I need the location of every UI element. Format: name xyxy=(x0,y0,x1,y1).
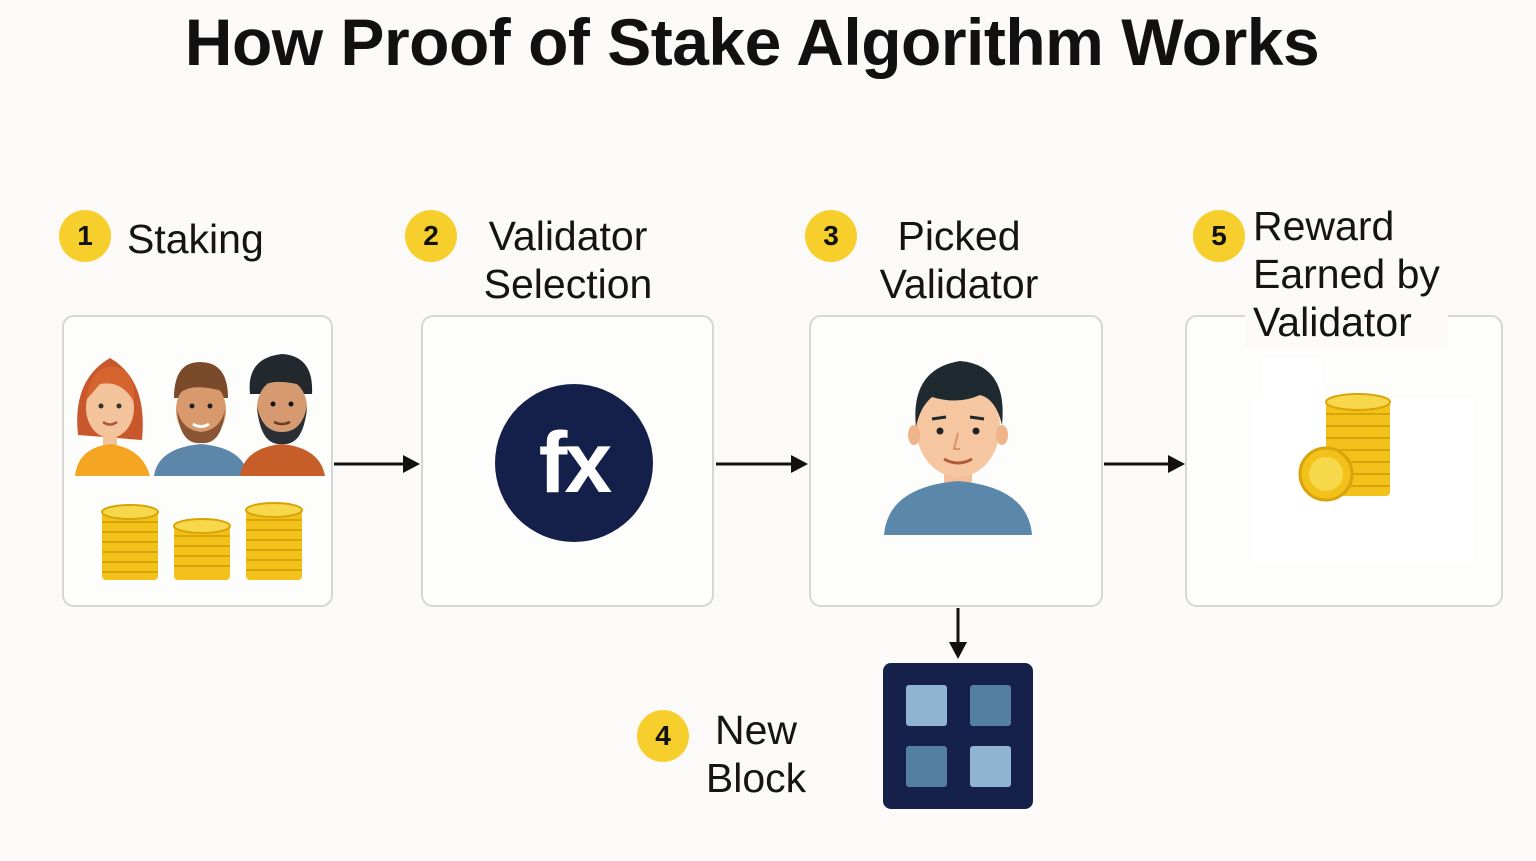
step-2-badge: 2 xyxy=(405,210,457,262)
step-3-label-line1: Picked xyxy=(897,213,1021,259)
step-4-label-line1: New xyxy=(714,707,798,753)
staker-man-bearded-icon xyxy=(154,362,248,476)
step-5-badge: 5 xyxy=(1193,210,1245,262)
stakers-icon xyxy=(75,354,325,476)
step-3-label: Picked Validator xyxy=(866,212,1052,308)
step-3-badge: 3 xyxy=(805,210,857,262)
block-cell xyxy=(906,685,947,726)
step-4-label-line2: Block xyxy=(705,755,807,801)
step-2-label-line2: Selection xyxy=(483,261,653,307)
block-cell xyxy=(970,746,1011,787)
staker-man-dark-hair-icon xyxy=(240,354,325,476)
step-5-label: Reward Earned by Validator xyxy=(1245,202,1448,346)
step-5-label-line2: Earned by xyxy=(1253,251,1440,297)
validator-person-icon xyxy=(884,361,1032,535)
reward-coins-icon xyxy=(1298,393,1391,502)
step-1-badge: 1 xyxy=(59,210,111,262)
block-cell xyxy=(906,746,947,787)
step-5-label-line3: Validator xyxy=(1253,299,1412,345)
step-1-label: Staking xyxy=(127,215,264,263)
step-4-label: New Block xyxy=(700,706,812,802)
block-cell xyxy=(970,685,1011,726)
step-2-label-line1: Validator xyxy=(488,213,648,259)
fx-function-icon: fx xyxy=(495,384,653,542)
block-icon xyxy=(883,663,1033,809)
step-5-label-line1: Reward xyxy=(1253,203,1395,249)
diagram-title: How Proof of Stake Algorithm Works xyxy=(184,5,1320,79)
step-1-label-line1: Staking xyxy=(127,216,264,262)
step-2-label: Validator Selection xyxy=(470,212,666,308)
step-3-label-line2: Validator xyxy=(879,261,1039,307)
step-4-badge: 4 xyxy=(637,710,689,762)
coin-stack-icon xyxy=(101,502,303,580)
staker-woman-icon xyxy=(75,358,150,476)
